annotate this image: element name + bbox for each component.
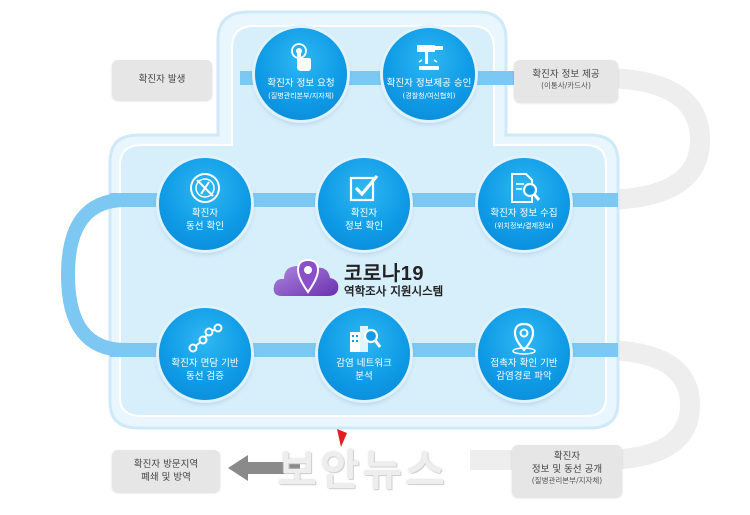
center-logo [272,252,340,302]
node-info-request-label: 확진자 정보 요청 [267,78,335,89]
box-publish-sub: (질병관리본부/지자체) [531,476,603,485]
track-left-loop [60,193,126,357]
box-info-provide: 확진자 정보 제공 (이통사/카드사) [514,60,618,102]
cloud-location-pin-icon [273,258,339,296]
node-info-collect-label: 확진자 정보 수집 [490,208,558,219]
building-search-icon [350,326,382,352]
box-info-provide-title: 확진자 정보 제공 [532,69,600,80]
node-contact-trace-line1: 접촉자 확인 기반 [490,358,558,369]
box-closure-title2: 폐쇄 및 방역 [141,472,191,483]
node-network-analysis-line1: 감염 네트워크 [336,358,392,369]
path-nodes-icon [188,323,223,353]
node-route-check: 확진자 동선 확인 [159,158,251,250]
node-provide-approve: 확진자 정보제공 승인 (경찰청/여신협회) [383,28,475,120]
node-interview-verify: 확진자 면담 기반 동선 검증 [159,308,251,400]
node-info-collect: 확진자 정보 수집 (위치정보/결제정보) [478,158,570,250]
node-route-check-line2: 동선 확인 [186,221,224,232]
node-info-check-line2: 정보 확인 [345,221,383,232]
box-info-provide-sub: (이통사/카드사) [541,81,591,90]
node-network-analysis: 감염 네트워크 분석 [318,308,410,400]
document-search-icon [511,173,541,203]
flow-track-lower-right [470,340,701,470]
node-contact-trace-line2: 감염경로 파악 [496,371,552,382]
center-subtitle: 역학조사 지원시스템 [344,284,444,298]
location-pin-icon [512,322,536,355]
touch-finger-icon [291,43,311,71]
node-interview-verify-line1: 확진자 면담 기반 [171,358,239,369]
node-info-check-line1: 확진자 [350,208,378,219]
node-provide-approve-label: 확진자 정보제공 승인 [386,78,472,89]
flow-track-right [560,68,711,210]
box-publish: 확진자 정보 및 동선 공개 (질병관리본부/지자체) [512,445,622,497]
compass-route-icon [190,173,220,203]
box-closure-title: 확진자 방문지역 [133,459,199,470]
center-title: 코로나19 [344,263,424,285]
node-info-request: 확진자 정보 요청 (질병관리본부/지자체) [255,28,347,120]
node-interview-verify-line2: 동선 검증 [186,371,224,382]
box-case-occur: 확진자 발생 [112,60,212,100]
gavel-icon [417,45,443,70]
node-info-check: 확진자 정보 확인 [318,158,410,250]
node-route-check-line1: 확진자 [191,208,219,219]
box-closure: 확진자 방문지역 폐쇄 및 방역 [112,450,220,492]
flow-arrow-left [228,455,300,481]
box-publish-title: 확진자 [553,451,581,462]
node-info-collect-sub: (위치정보/결제정보) [494,222,554,230]
node-provide-approve-sub: (경찰청/여신협회) [402,92,456,100]
watermark-accent-mark [337,429,347,447]
node-contact-trace: 접촉자 확인 기반 감염경로 파악 [478,308,570,400]
box-case-occur-title: 확진자 발생 [138,74,186,85]
node-info-request-sub: (질병관리본부/지자체) [268,92,334,100]
node-network-analysis-line2: 분석 [355,371,373,382]
checkbox-icon [349,174,379,202]
watermark: 보안뉴스 [278,446,449,495]
box-publish-title2: 정보 및 동선 공개 [531,464,603,475]
